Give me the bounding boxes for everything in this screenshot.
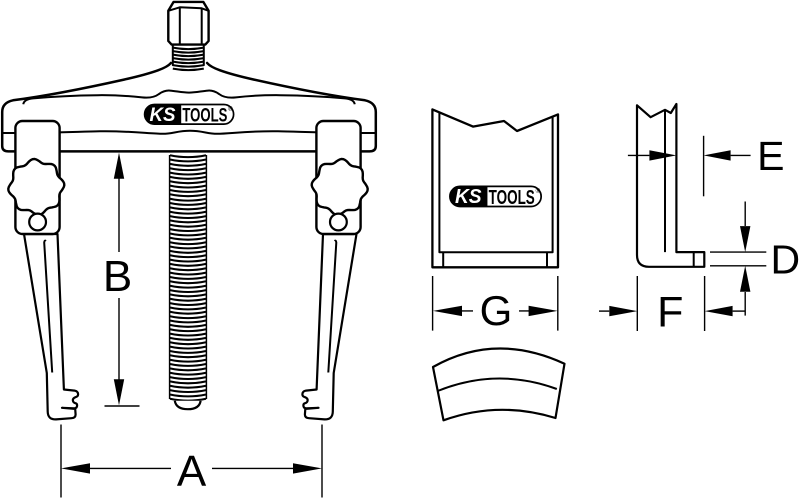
svg-text:E: E (757, 133, 784, 179)
svg-text:G: G (480, 287, 513, 334)
svg-text:B: B (103, 252, 132, 301)
svg-text:D: D (770, 237, 800, 283)
svg-text:A: A (177, 447, 207, 496)
svg-text:F: F (657, 289, 683, 337)
